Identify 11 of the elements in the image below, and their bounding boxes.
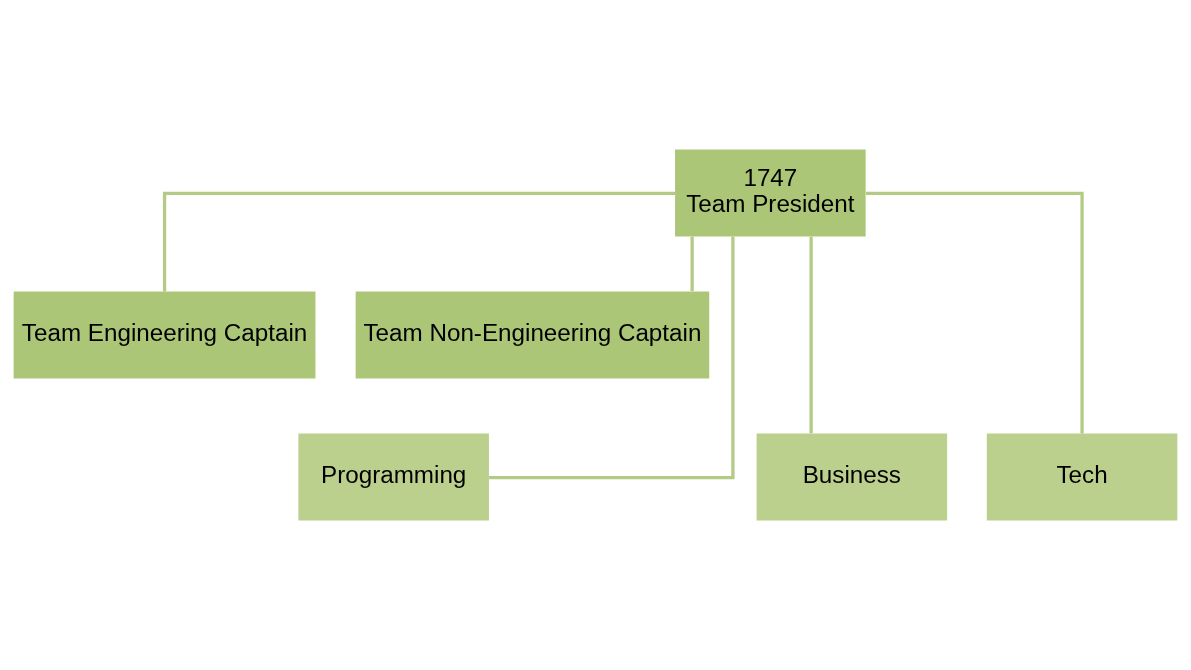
connector (690, 236, 694, 292)
node-box: Business (756, 433, 948, 521)
connector (162, 191, 676, 292)
node-box: Programming (298, 433, 489, 521)
node-box: Tech (986, 433, 1178, 521)
node-box: Team Non-Engineering Captain (355, 291, 710, 379)
node-box: 1747 Team President (675, 149, 866, 237)
node-box: Team Engineering Captain (13, 291, 316, 379)
connector (866, 191, 1084, 434)
connector (489, 236, 735, 480)
connector (809, 236, 813, 434)
